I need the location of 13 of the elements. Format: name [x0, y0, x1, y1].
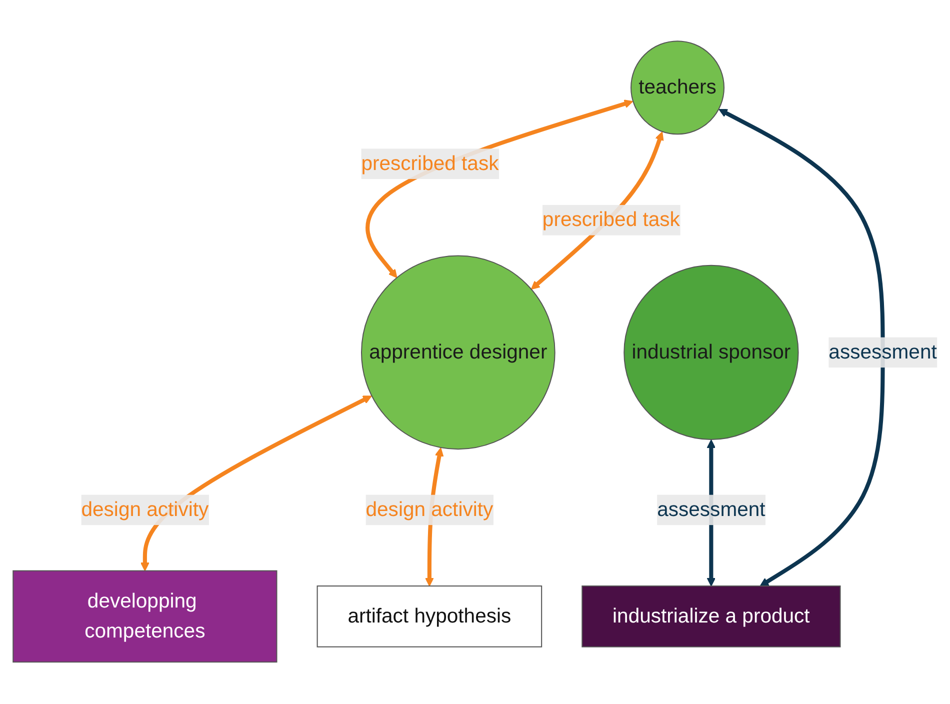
edge-label: prescribed task — [361, 153, 499, 176]
arrow — [718, 109, 885, 587]
edge-label: assessment — [828, 342, 937, 364]
node-circle: teachers — [630, 41, 725, 136]
edge-label: design activity — [81, 499, 209, 522]
node-box: developping competences — [12, 570, 278, 663]
node-circle: apprentice designer — [360, 256, 556, 450]
edge-label: prescribed task — [542, 209, 680, 232]
node-box: industrialize a product — [582, 586, 841, 648]
edge-label: design activity — [366, 499, 494, 522]
edge-label: assessment — [657, 499, 766, 522]
node-box: artifact hypothesis — [316, 586, 542, 648]
node-circle: industrial sponsor — [624, 265, 799, 440]
